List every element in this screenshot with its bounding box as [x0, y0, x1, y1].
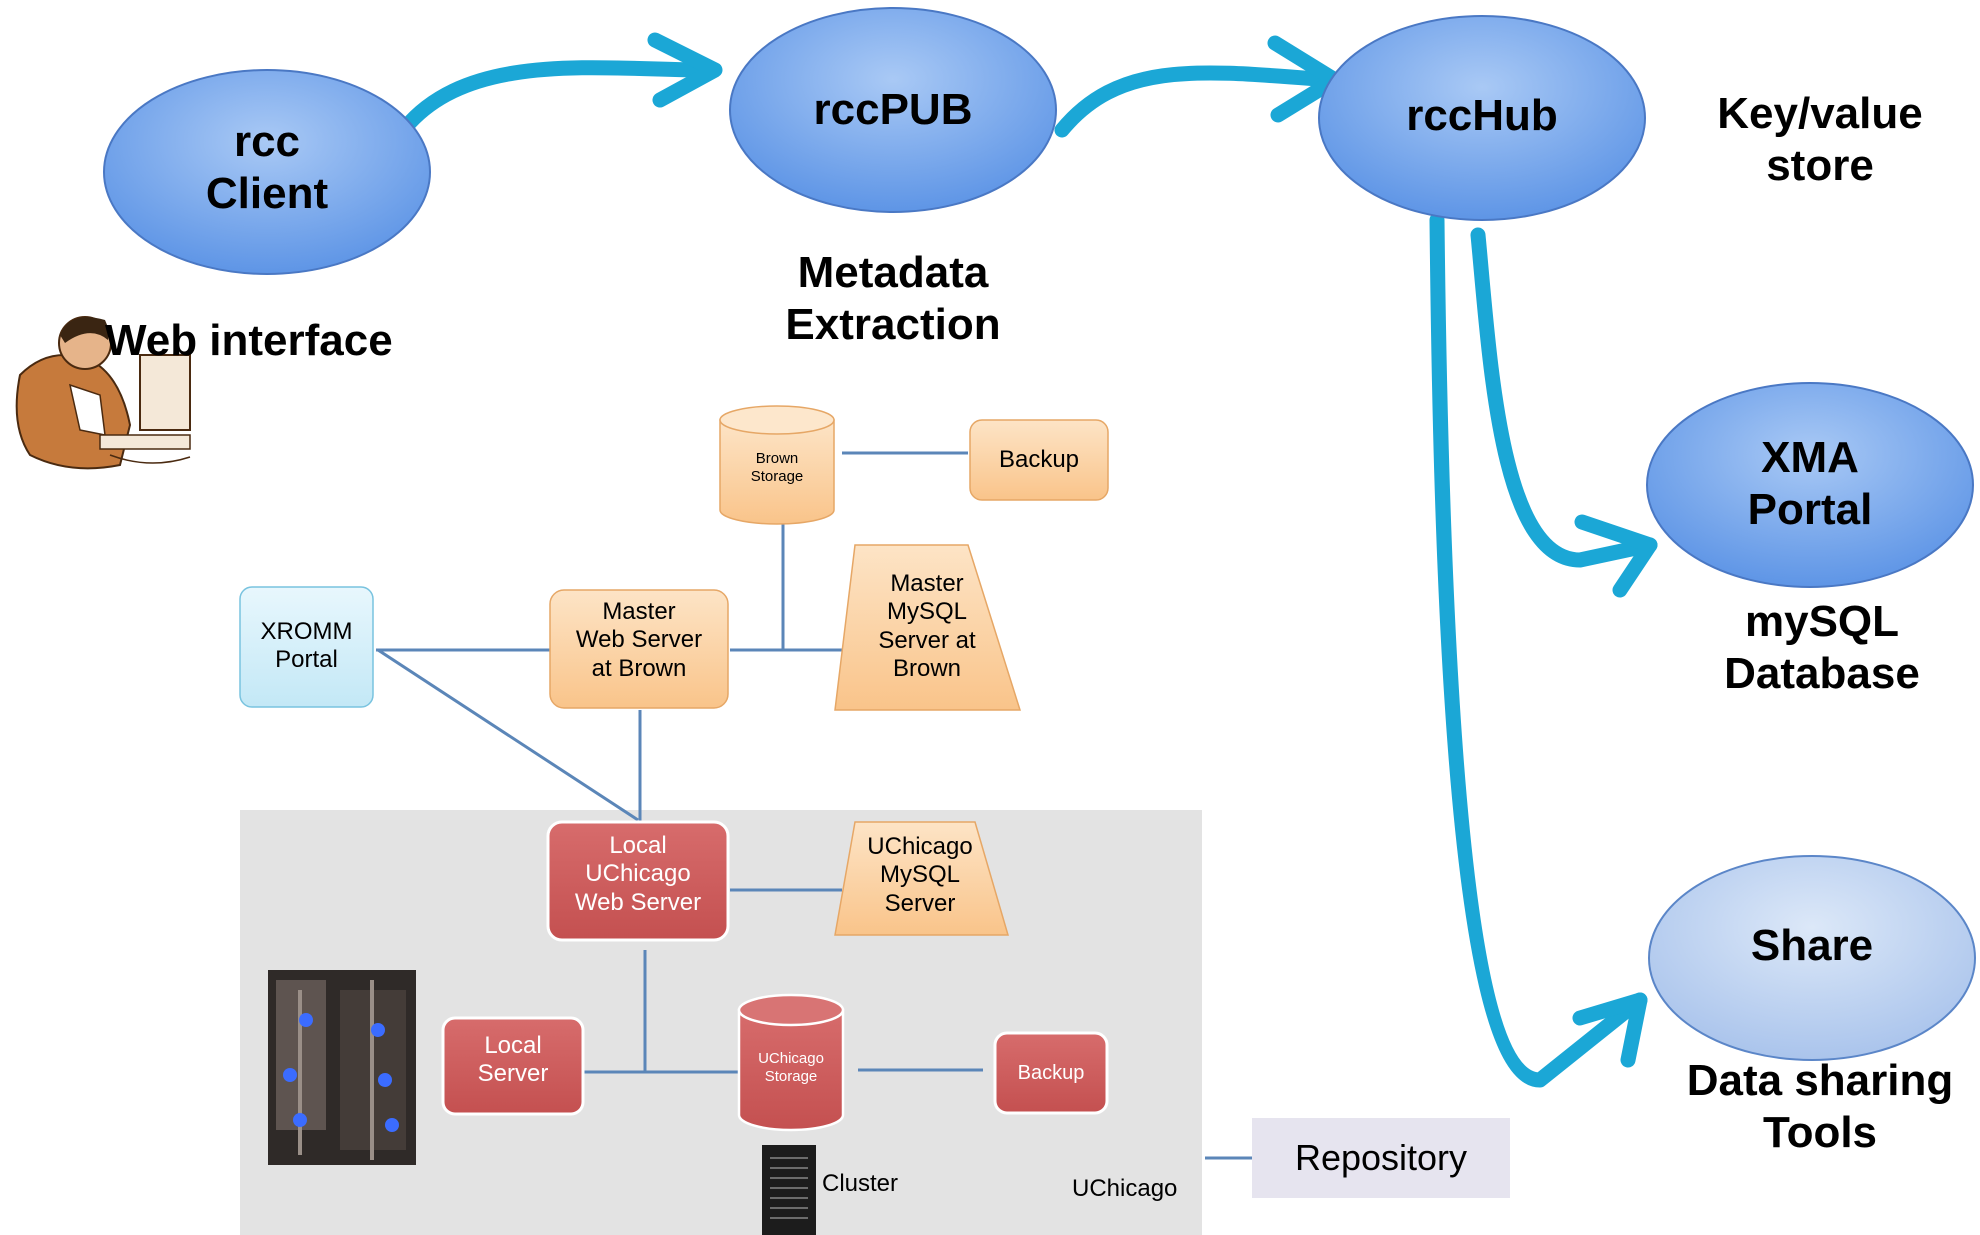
rcc-client-node [103, 69, 431, 275]
master-web-server-box [549, 589, 729, 709]
share-node [1648, 855, 1976, 1061]
cluster-rack-icon [762, 1145, 816, 1235]
brown-storage-cylinder [719, 405, 835, 525]
key-value-label: Key/value store [1717, 89, 1923, 190]
backup-brown-box [969, 419, 1109, 501]
xma-portal-label: XMA Portal [1747, 433, 1873, 534]
brown-storage-label: Brown Storage [750, 450, 804, 485]
uchicago-storage-label: UChicago Storage [758, 1050, 824, 1085]
data-sharing-tools-label: Data sharing Tools [1686, 1056, 1954, 1157]
cluster-label: Cluster [822, 1170, 899, 1197]
lab-photo [268, 970, 416, 1165]
master-web-server-label: Master Web Server at Brown [575, 598, 703, 682]
backup-brown-label: Backup [998, 446, 1080, 473]
xromm-portal-box [239, 586, 374, 708]
rcchub-node [1318, 15, 1646, 221]
master-mysql-label: Master MySQL Server at Brown [878, 570, 976, 682]
uchicago-mysql-trapezoid [834, 821, 1010, 936]
backup-uchicago-label: Backup [1017, 1062, 1085, 1084]
rcc-client-label: rcc Client [205, 117, 329, 218]
web-interface-label: Web interface [105, 316, 393, 365]
repository-box [1252, 1118, 1510, 1198]
xma-portal-node [1646, 382, 1974, 588]
local-server-label: Local Server [477, 1032, 549, 1088]
rccpub-node [729, 7, 1057, 213]
repository-label: Repository [1294, 1137, 1468, 1178]
backup-uchicago-box [993, 1031, 1109, 1115]
uchicago-mysql-label: UChicago MySQL Server [867, 833, 973, 917]
uchicago-region-label: UChicago [1072, 1175, 1178, 1202]
xromm-portal-label: XROMM Portal [260, 618, 353, 674]
share-label: Share [1750, 921, 1874, 970]
rcchub-label: rccHub [1406, 91, 1558, 140]
local-uchicago-web-server-label: Local UChicago Web Server [574, 832, 702, 916]
uchicago-storage-cylinder [737, 993, 845, 1132]
person-at-computer-icon [15, 316, 191, 470]
master-mysql-trapezoid [834, 544, 1022, 711]
rccpub-label: rccPUB [813, 85, 973, 134]
mysql-database-label: mySQL Database [1724, 597, 1920, 698]
metadata-extraction-label: Metadata Extraction [785, 248, 1001, 349]
local-server-box [441, 1016, 585, 1116]
local-uchicago-web-server-box [546, 820, 730, 942]
